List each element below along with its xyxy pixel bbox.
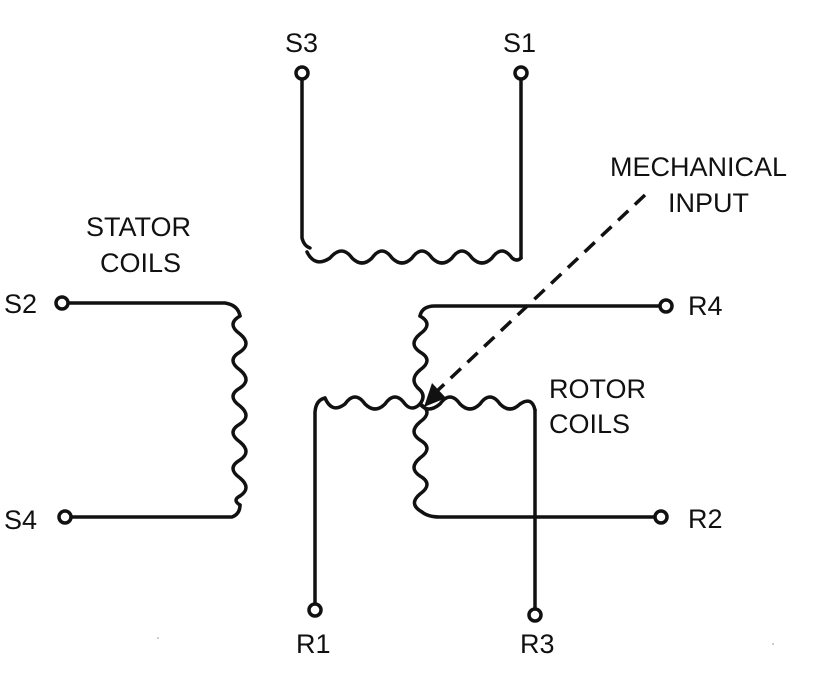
terminal-s4[interactable]	[57, 509, 73, 525]
terminal-r1[interactable]	[307, 602, 323, 618]
coil-winding-r4	[412, 314, 429, 406]
label-s1: S1	[503, 28, 536, 58]
scan-speck	[157, 637, 159, 639]
label-input: INPUT	[668, 188, 749, 218]
label-r4: R4	[688, 291, 723, 321]
wire-r4	[418, 304, 662, 318]
label-stator-line2: COILS	[100, 248, 181, 278]
stator-coil-top	[294, 65, 529, 265]
arrowhead-icon	[424, 383, 446, 407]
mechanical-input-dashed-line	[434, 193, 647, 394]
wire-s4	[69, 503, 242, 519]
label-rotor-line2: COILS	[549, 409, 630, 439]
coil-winding-r2	[412, 402, 429, 514]
stator-coil-left	[54, 295, 248, 525]
label-s2: S2	[4, 289, 37, 319]
scan-speck	[772, 643, 774, 645]
terminal-r2[interactable]	[653, 509, 669, 525]
terminal-s1[interactable]	[513, 65, 529, 81]
wire-r1	[313, 396, 327, 606]
coil-winding-top	[305, 249, 523, 265]
label-mechanical: MECHANICAL	[610, 152, 787, 182]
terminal-r4[interactable]	[658, 298, 674, 314]
wire-s3	[300, 77, 312, 250]
label-r1: R1	[296, 629, 331, 659]
coil-winding-r1	[323, 395, 422, 411]
label-r3: R3	[520, 629, 555, 659]
label-s4: S4	[4, 505, 37, 535]
label-rotor-line1: ROTOR	[549, 374, 646, 404]
coil-winding-r3	[418, 395, 537, 412]
mechanical-input-arrow	[424, 193, 647, 407]
label-r2: R2	[688, 504, 723, 534]
wire-s2	[66, 301, 242, 318]
wire-r2	[420, 510, 657, 519]
terminal-s3[interactable]	[294, 65, 310, 81]
coil-winding-left	[231, 314, 248, 507]
rotor-coils	[307, 298, 674, 623]
label-s3: S3	[285, 28, 318, 58]
label-stator-line1: STATOR	[86, 212, 191, 242]
terminal-s2[interactable]	[54, 295, 70, 311]
terminal-r3[interactable]	[527, 607, 543, 623]
